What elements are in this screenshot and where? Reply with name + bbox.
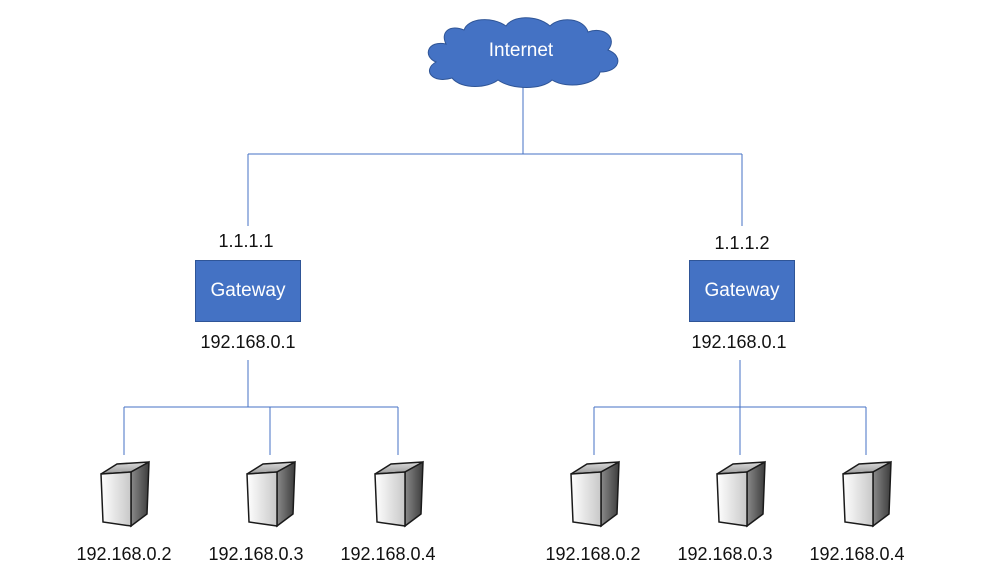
gateway-1-wan-ip: 1.1.1.1 [218, 231, 274, 251]
host-2-2-ip: 192.168.0.3 [677, 544, 773, 564]
internet-label: Internet [488, 40, 554, 61]
server-icon [243, 456, 297, 530]
server-icon [713, 456, 767, 530]
internet-node: Internet [418, 14, 624, 90]
host-1-1-ip: 192.168.0.2 [76, 544, 172, 564]
cloud-icon [427, 17, 619, 88]
gateway-2-lan-ip: 192.168.0.1 [691, 332, 787, 352]
host-1-2-ip: 192.168.0.3 [208, 544, 304, 564]
gateway-1-lan-ip: 192.168.0.1 [200, 332, 296, 352]
gateway-2-box: Gateway [689, 260, 795, 322]
server-icon [839, 456, 893, 530]
gateway-2-wan-ip: 1.1.1.2 [714, 233, 770, 253]
server-icon [97, 456, 151, 530]
host-2-1-ip: 192.168.0.2 [545, 544, 641, 564]
host-2-3-ip: 192.168.0.4 [809, 544, 905, 564]
server-icon [371, 456, 425, 530]
host-1-3-ip: 192.168.0.4 [340, 544, 436, 564]
gateway-1-box: Gateway [195, 260, 301, 322]
server-icon [567, 456, 621, 530]
